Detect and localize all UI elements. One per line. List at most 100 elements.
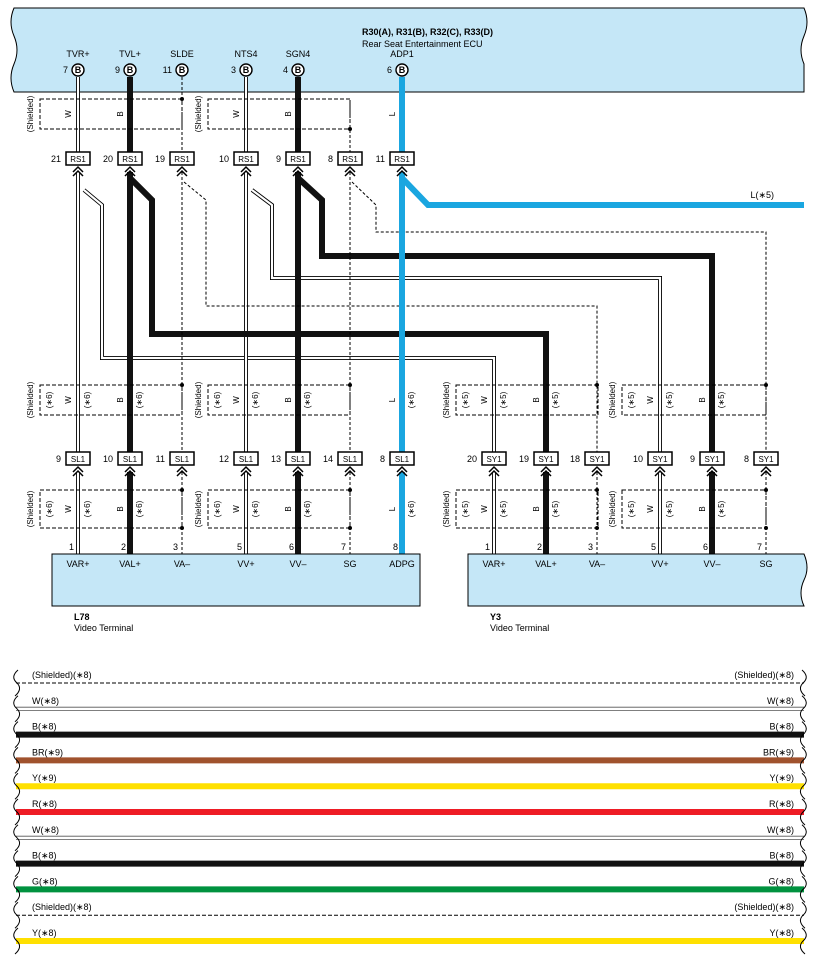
shield-label: (Shielded) (608, 381, 617, 418)
legend-label-right: R(∗8) (769, 799, 794, 809)
svg-text:3: 3 (588, 542, 593, 552)
shield-label: (Shielded) (608, 490, 617, 527)
svg-text:RS1: RS1 (122, 155, 138, 164)
svg-text:20: 20 (467, 454, 477, 464)
svg-text:B: B (698, 397, 707, 402)
svg-text:(∗6): (∗6) (213, 391, 222, 408)
shield-labels: (Shielded) (Shielded) (Shielded) (Shield… (26, 95, 617, 527)
wire-black-route (127, 175, 549, 452)
svg-text:VAR+: VAR+ (66, 559, 89, 569)
svg-text:ADPG: ADPG (389, 559, 415, 569)
svg-text:(∗6): (∗6) (303, 500, 312, 517)
ecu-title: R30(A), R31(B), R32(C), R33(D) (362, 27, 493, 37)
svg-text:2: 2 (537, 542, 542, 552)
svg-text:(∗6): (∗6) (135, 391, 144, 408)
svg-text:(∗6): (∗6) (45, 391, 54, 408)
legend-label-right: Y(∗8) (769, 928, 794, 938)
svg-text:8: 8 (744, 454, 749, 464)
legend-row: W(∗8) W(∗8) (13, 824, 807, 852)
ecu-pin-terminal: B (395, 63, 409, 77)
svg-text:12: 12 (219, 454, 229, 464)
legend-label-left: (Shielded)(∗8) (32, 902, 92, 912)
svg-text:SL1: SL1 (71, 455, 86, 464)
svg-text:W: W (64, 505, 73, 513)
svg-text:W: W (646, 505, 655, 513)
ecu-pin-name: SGN4 (286, 49, 311, 59)
svg-text:B: B (127, 65, 134, 75)
svg-text:(∗5): (∗5) (551, 391, 560, 408)
svg-text:(∗6): (∗6) (83, 391, 92, 408)
legend-label-right: B(∗8) (769, 722, 794, 732)
svg-text:SY1: SY1 (589, 455, 605, 464)
svg-text:7: 7 (757, 542, 762, 552)
svg-text:SG: SG (759, 559, 772, 569)
legend-label-right: W(∗8) (767, 696, 794, 706)
legend-label-left: Y(∗8) (32, 928, 57, 938)
svg-text:(∗5): (∗5) (551, 500, 560, 517)
ecu-pin-num: 6 (387, 65, 392, 75)
l78-id: L78 (74, 612, 90, 622)
legend-label-right: Y(∗9) (769, 773, 794, 783)
wire-white-route (82, 188, 496, 452)
ecu-pin-num: 3 (231, 65, 236, 75)
svg-text:1: 1 (69, 542, 74, 552)
svg-text:B: B (295, 65, 302, 75)
shield-label: (Shielded) (194, 381, 203, 418)
svg-text:VV–: VV– (289, 559, 306, 569)
svg-text:10: 10 (103, 454, 113, 464)
legend-row: R(∗8) R(∗8) (13, 798, 807, 826)
ecu-pin-name: SLDE (170, 49, 194, 59)
legend-row: W(∗8)W(∗8) (13, 695, 807, 723)
svg-text:L: L (388, 397, 397, 402)
svg-text:13: 13 (271, 454, 281, 464)
svg-text:10: 10 (633, 454, 643, 464)
svg-text:6: 6 (289, 542, 294, 552)
svg-text:SY1: SY1 (758, 455, 774, 464)
svg-text:(∗6): (∗6) (213, 500, 222, 517)
legend-label-right: W(∗8) (767, 825, 794, 835)
wires (76, 77, 804, 554)
ecu-pin-terminal: B (291, 63, 305, 77)
svg-text:8: 8 (393, 542, 398, 552)
svg-text:SL1: SL1 (175, 455, 190, 464)
svg-text:B: B (284, 397, 293, 402)
y3-name: Video Terminal (490, 623, 549, 633)
svg-text:11: 11 (376, 154, 385, 164)
svg-text:L: L (388, 111, 397, 116)
ecu-pin-num: 4 (283, 65, 288, 75)
svg-text:(∗5): (∗5) (717, 391, 726, 408)
svg-text:B: B (532, 506, 541, 511)
legend-label-left: B(∗8) (32, 851, 57, 861)
svg-text:(∗5): (∗5) (461, 391, 470, 408)
svg-text:5: 5 (651, 542, 656, 552)
svg-text:W: W (232, 396, 241, 404)
svg-text:VV–: VV– (703, 559, 720, 569)
svg-text:14: 14 (323, 454, 333, 464)
legend-row: (Shielded)(∗8)(Shielded)(∗8) (13, 669, 807, 697)
legend-label-left: (Shielded)(∗8) (32, 670, 92, 680)
svg-text:W: W (480, 396, 489, 404)
legend-row: Y(∗8) Y(∗8) (13, 927, 807, 955)
y3-connector: 1 2 3 5 6 7 VAR+ VAL+ VA– VV+ VV– SG Y3 … (467, 542, 808, 633)
svg-text:VAL+: VAL+ (119, 559, 141, 569)
svg-text:8: 8 (380, 454, 385, 464)
legend-label-left: R(∗8) (32, 799, 57, 809)
wire-cyan-branch (399, 175, 804, 208)
svg-text:SY1: SY1 (486, 455, 502, 464)
wire-legend: (Shielded)(∗8)(Shielded)(∗8)W(∗8)W(∗8)B(… (13, 669, 807, 955)
svg-text:2: 2 (121, 542, 126, 552)
ecu-pin-name: NTS4 (234, 49, 257, 59)
ecu-pins: TVR+ TVL+ SLDE NTS4 SGN4 ADP1 7 9 11 3 4… (63, 49, 414, 77)
svg-text:5: 5 (237, 542, 242, 552)
legend-label-left: W(∗8) (32, 825, 59, 835)
